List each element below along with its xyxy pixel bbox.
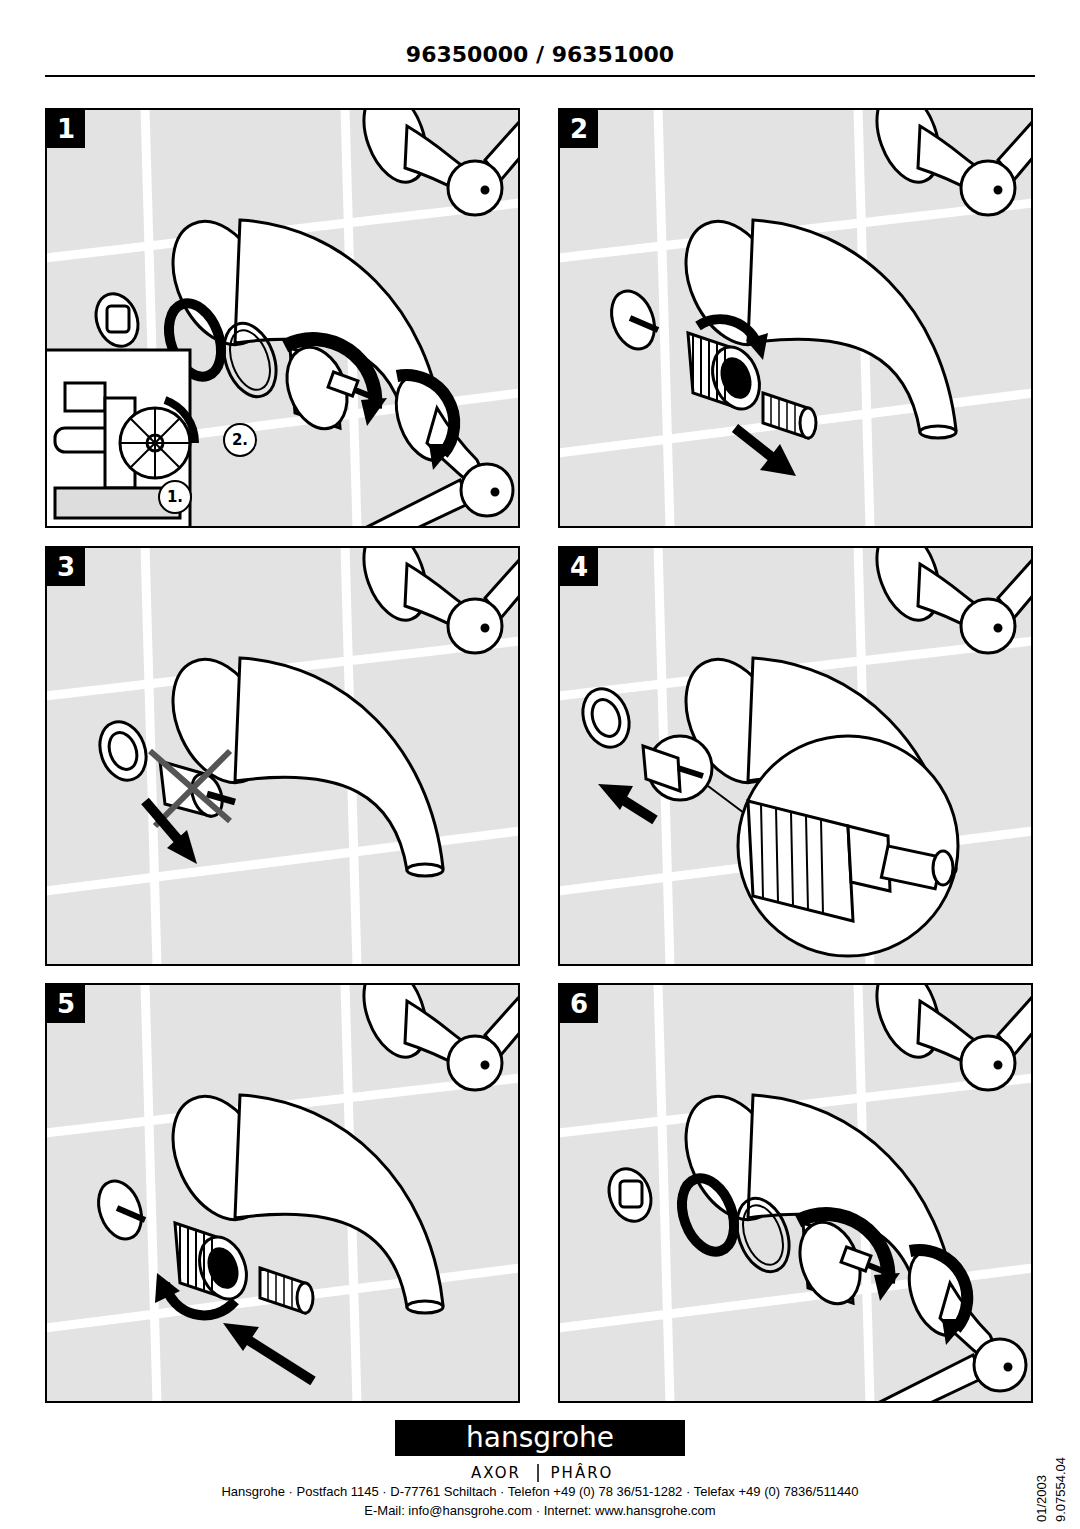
title: 96350000 / 96351000 xyxy=(0,42,1080,67)
brand-label: PHÂRO xyxy=(551,1464,614,1482)
step-number: 4 xyxy=(560,548,598,586)
step-panel: 3 xyxy=(45,546,520,966)
step-number: 1 xyxy=(47,110,85,148)
contact-line: E-Mail: info@hansgrohe.com · Internet: w… xyxy=(364,1503,715,1518)
callout-number: 2. xyxy=(223,423,257,457)
step-panel: 1 xyxy=(45,108,520,528)
callout-number: 1. xyxy=(158,480,192,514)
step-number: 3 xyxy=(47,548,85,586)
document-number: 9.07554.04 xyxy=(1053,1457,1069,1522)
step-panel: 2 xyxy=(558,108,1033,528)
step-number: 5 xyxy=(47,985,85,1023)
step-number: 2 xyxy=(560,110,598,148)
brand-box: hansgrohe xyxy=(395,1420,685,1456)
step-panel: 6 xyxy=(558,983,1033,1403)
brand-label: AXOR xyxy=(471,1464,521,1482)
step-number: 6 xyxy=(560,985,598,1023)
brand-name: hansgrohe xyxy=(466,1424,614,1452)
step-panel: 4 xyxy=(558,546,1033,966)
step-panel: 5 xyxy=(45,983,520,1403)
date-code: 01/2003 xyxy=(1034,1475,1050,1522)
address-line: Hansgrohe · Postfach 1145 · D-77761 Schi… xyxy=(221,1484,858,1499)
